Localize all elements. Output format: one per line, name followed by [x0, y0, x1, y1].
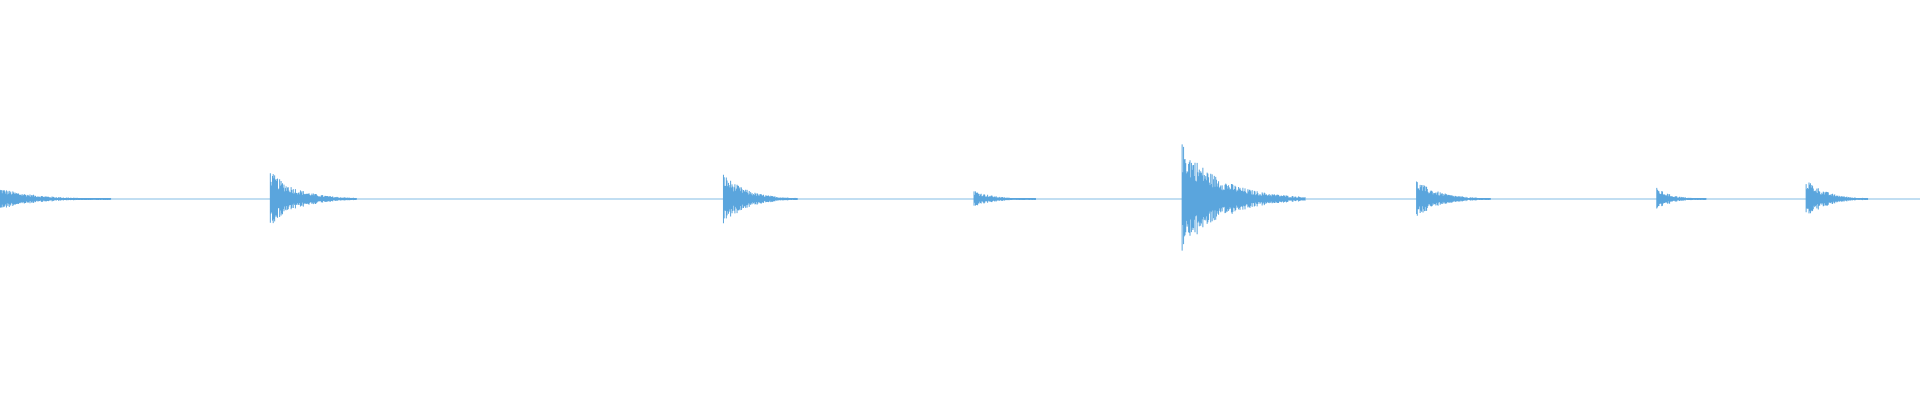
waveform-transient-3	[722, 174, 798, 224]
waveform-transient-5	[1181, 144, 1306, 251]
waveform-transient-8	[1805, 182, 1869, 214]
waveform-transient-6	[1416, 181, 1491, 216]
waveform-transient-4	[973, 191, 1036, 206]
waveform-transient-2	[269, 173, 357, 224]
waveform-transient-1	[0, 189, 112, 208]
waveform-transients	[0, 144, 1869, 251]
waveform-transient-7	[1656, 187, 1707, 209]
